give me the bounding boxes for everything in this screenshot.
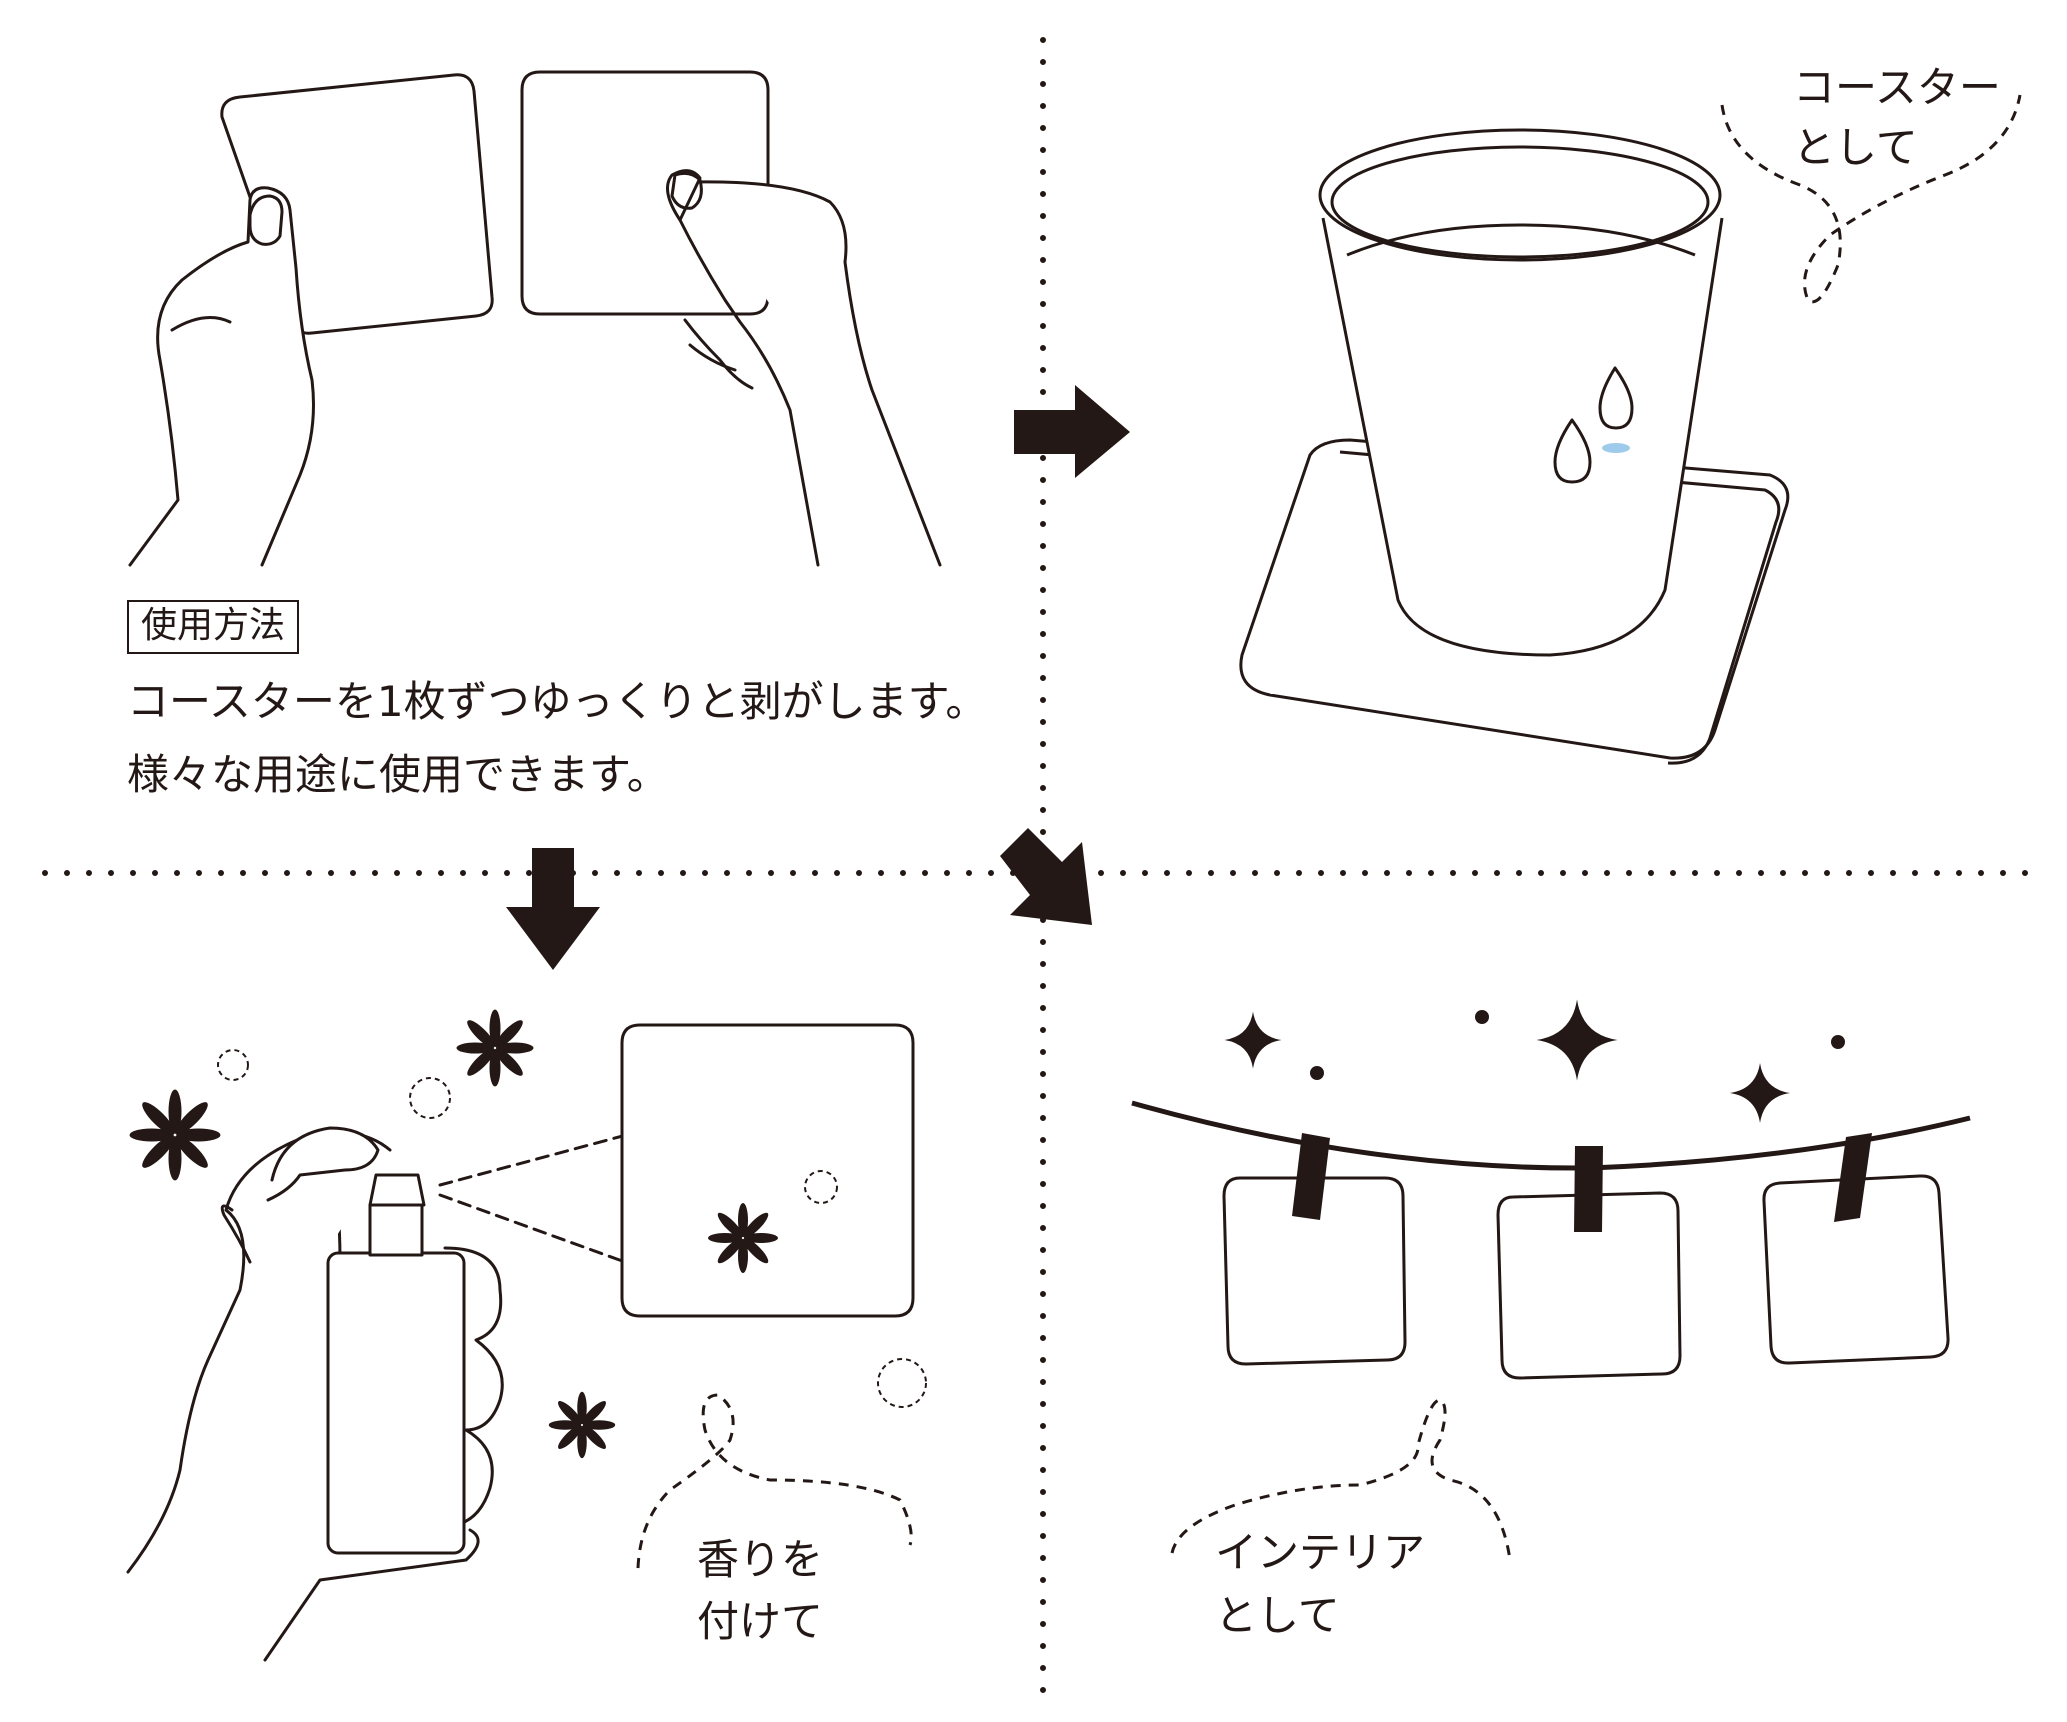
- caption-coaster-line-1: コースター: [1793, 63, 2001, 112]
- caption-scent-line-1: 香りを: [697, 1535, 824, 1584]
- hand-icon: [128, 186, 315, 567]
- caption-coaster-line-2: として: [1793, 123, 1918, 172]
- sparkle-icon: [1536, 999, 1618, 1081]
- arrow-down-icon: [506, 848, 600, 970]
- flower-icon: [548, 1391, 616, 1459]
- dot-icon: [1475, 1010, 1489, 1024]
- caption-interior-line-1: インテリア: [1215, 1528, 1426, 1577]
- clothespin-icon: [1292, 1133, 1330, 1220]
- hands-peeling-coasters: [128, 70, 942, 567]
- bubble-icon: [877, 1358, 927, 1408]
- bubble-icon: [804, 1170, 838, 1204]
- method-line-1: コースターを1枚ずつゆっくりと剥がします。: [127, 677, 988, 726]
- caption-scent-line-2: 付けて: [697, 1597, 824, 1646]
- flower-icon: [456, 1009, 534, 1087]
- cup-liquid: [1346, 223, 1696, 257]
- coaster-icon: [620, 1023, 915, 1318]
- method-badge: 使用方法: [127, 600, 300, 654]
- sparkle-icon: [1224, 1011, 1282, 1069]
- cup-on-coaster: [1239, 128, 1790, 765]
- dashed-loop-decoration: [636, 1393, 913, 1569]
- dot-icon: [1310, 1066, 1324, 1080]
- water-drop-icon: [1553, 418, 1592, 484]
- clothespin-icon: [1574, 1146, 1603, 1232]
- cup-icon: [1321, 217, 1724, 657]
- coaster-icon: [1496, 1191, 1682, 1380]
- caption-interior-line-2: として: [1215, 1591, 1340, 1640]
- sparkle-icon: [1730, 1063, 1790, 1123]
- dot-icon: [1831, 1035, 1845, 1049]
- bubble-icon: [409, 1077, 451, 1119]
- interior-garland: [1131, 1100, 1971, 1380]
- cup-rim: [1318, 128, 1722, 262]
- bubble-icon: [217, 1049, 249, 1081]
- coaster-icon: [1222, 1176, 1407, 1366]
- hand-icon: [688, 180, 942, 567]
- arrow-diagonal-icon: [1000, 828, 1092, 925]
- coaster-icon: [1762, 1174, 1950, 1365]
- spray-scene: [126, 1023, 915, 1662]
- arrow-right-icon: [1014, 385, 1130, 478]
- water-drop-icon: [1598, 366, 1634, 430]
- spray-bottle-icon: [326, 1251, 466, 1555]
- clothespin-icon: [1834, 1133, 1872, 1222]
- flower-icon: [129, 1089, 221, 1181]
- method-line-2: 様々な用途に使用できます。: [127, 750, 669, 799]
- dashed-loop-decoration: [1720, 94, 2022, 304]
